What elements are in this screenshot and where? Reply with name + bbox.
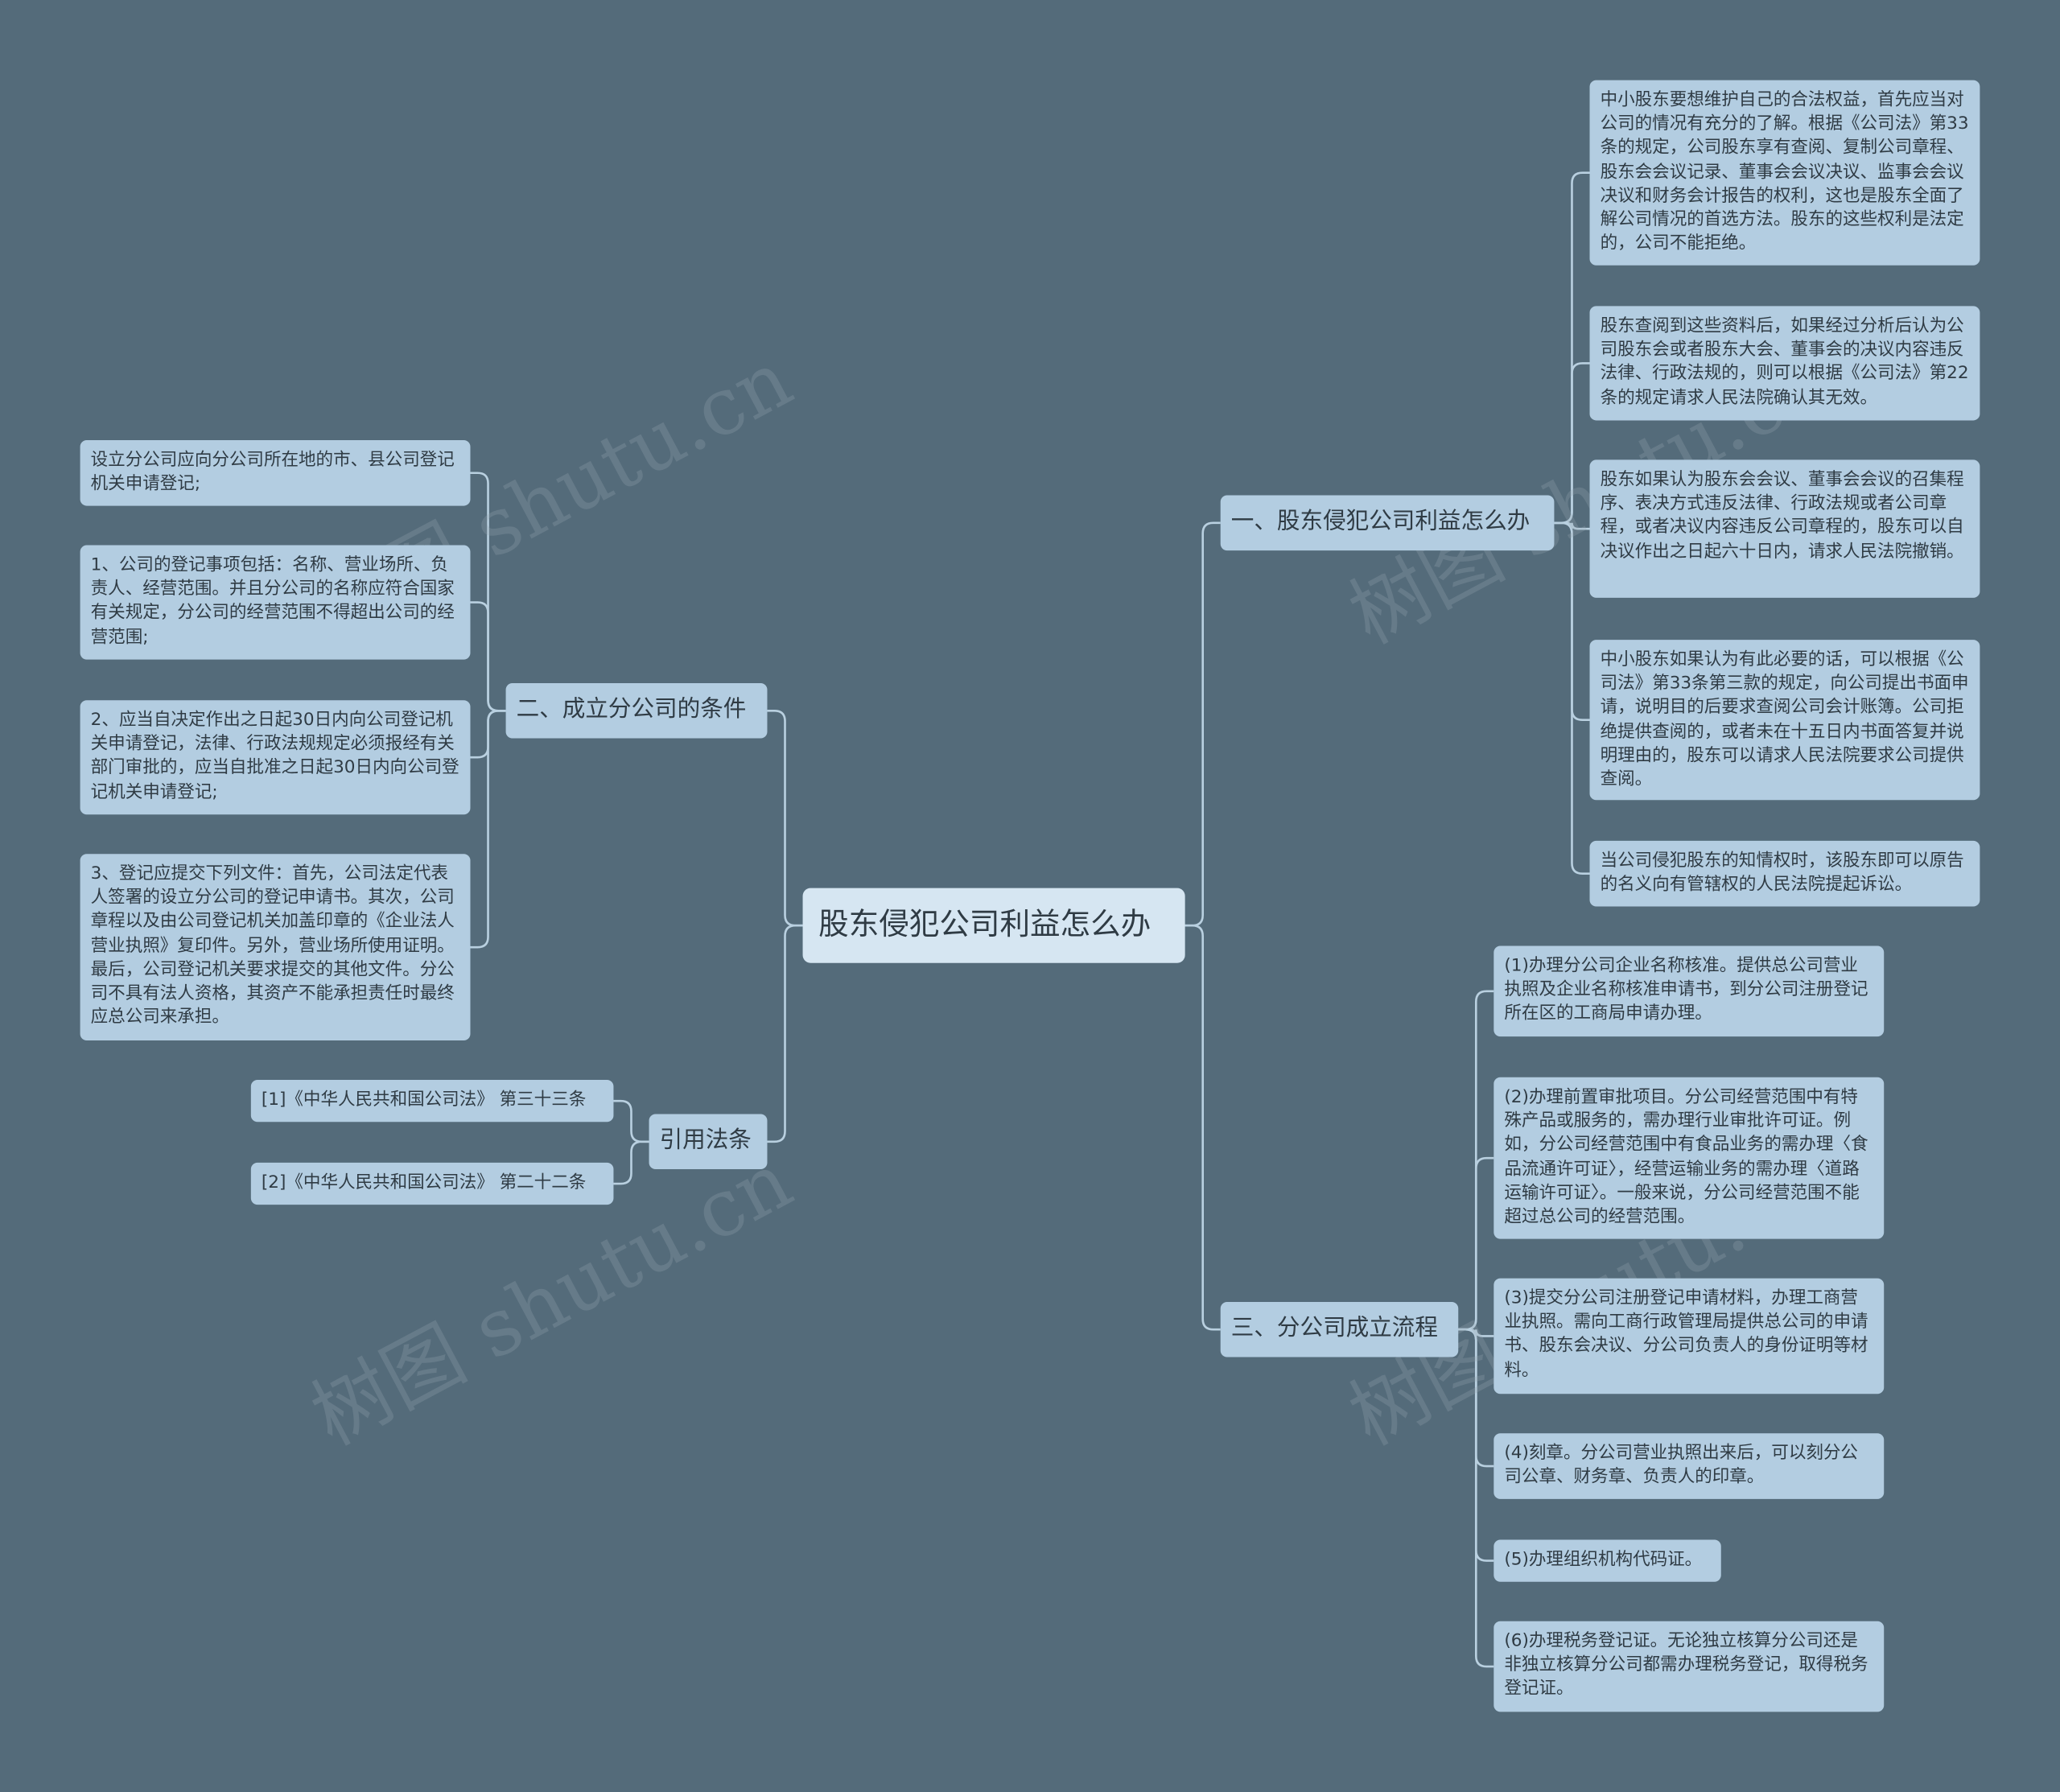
leaf-node[interactable]: (2)办理前置审批项目。分公司经营范围中有特殊产品或服务的，需办理行业审批许可证… bbox=[1494, 1077, 1885, 1239]
leaf-node[interactable]: 设立分公司应向分公司所在地的市、县公司登记机关申请登记; bbox=[80, 439, 471, 506]
connector-line bbox=[1458, 1156, 1494, 1331]
leaf-node[interactable]: 股东如果认为股东会会议、董事会会议的召集程序、表决方式违反法律、行政法规或者公司… bbox=[1589, 459, 1980, 598]
leaf-node[interactable]: [1]《中华人民共和国公司法》 第三十三条 bbox=[250, 1080, 614, 1123]
leaf-node[interactable]: (3)提交分公司注册登记申请材料，办理工商营业执照。需向工商行政管理局提供总公司… bbox=[1494, 1278, 1885, 1394]
leaf-node[interactable]: 股东查阅到这些资料后，如果经过分析后认为公司股东会或者股东大会、董事会的决议内容… bbox=[1589, 306, 1980, 421]
branch-node-branch-conditions[interactable]: 二、成立分公司的条件 bbox=[505, 682, 768, 739]
leaf-node[interactable]: (1)办理分公司企业名称核准。提供总公司营业执照及企业名称核准申请书，到分公司注… bbox=[1494, 945, 1885, 1037]
leaf-node[interactable]: (4)刻章。分公司营业执照出来后，可以刻分公司公章、财务章、负责人的印章。 bbox=[1494, 1433, 1885, 1499]
connector-line bbox=[1554, 521, 1590, 875]
leaf-node[interactable]: 1、公司的登记事项包括：名称、营业场所、负责人、经营范围。并且分公司的名称应符合… bbox=[80, 545, 471, 660]
branch-node-cited-statutes[interactable]: 引用法条 bbox=[649, 1114, 768, 1170]
leaf-node[interactable]: (5)办理组织机构代码证。 bbox=[1494, 1539, 1721, 1582]
connector-line bbox=[1554, 521, 1590, 530]
root-node[interactable]: 股东侵犯公司利益怎么办 bbox=[802, 888, 1185, 963]
connector-line bbox=[470, 601, 506, 712]
connector-line bbox=[1554, 362, 1590, 525]
leaf-node[interactable]: 2、应当自决定作出之日起30日内向公司登记机关申请登记，法律、行政法规规定必须报… bbox=[80, 700, 471, 815]
leaf-node[interactable]: [2]《中华人民共和国公司法》 第二十二条 bbox=[250, 1162, 614, 1205]
connector-line bbox=[470, 709, 506, 949]
branch-node-branch-setup-process[interactable]: 三、分公司成立流程 bbox=[1220, 1301, 1459, 1357]
connector-line bbox=[1458, 1328, 1494, 1668]
connector-line bbox=[767, 709, 803, 927]
leaf-node[interactable]: 3、登记应提交下列文件：首先，公司法定代表人签署的设立分公司的登记申请书。其次，… bbox=[80, 854, 471, 1041]
connector-line bbox=[767, 924, 803, 1143]
connector-line bbox=[613, 1099, 649, 1143]
branch-node-shareholder-infringement[interactable]: 一、股东侵犯公司利益怎么办 bbox=[1220, 495, 1555, 551]
connector-line bbox=[1184, 521, 1221, 927]
connector-line bbox=[613, 1140, 649, 1185]
connector-line bbox=[1184, 924, 1221, 1331]
leaf-node[interactable]: 中小股东要想维护自己的合法权益，首先应当对公司的情况有充分的了解。根据《公司法》… bbox=[1589, 80, 1980, 266]
leaf-node[interactable]: 当公司侵犯股东的知情权时，该股东即可以原告的名义向有管辖权的人民法院提起诉讼。 bbox=[1589, 840, 1980, 907]
leaf-node[interactable]: 中小股东如果认为有此必要的话，可以根据《公司法》第33条第三款的规定，向公司提出… bbox=[1589, 640, 1980, 801]
leaf-node[interactable]: (6)办理税务登记证。无论独立核算分公司还是非独立核算分公司都需办理税务登记，取… bbox=[1494, 1621, 1885, 1712]
